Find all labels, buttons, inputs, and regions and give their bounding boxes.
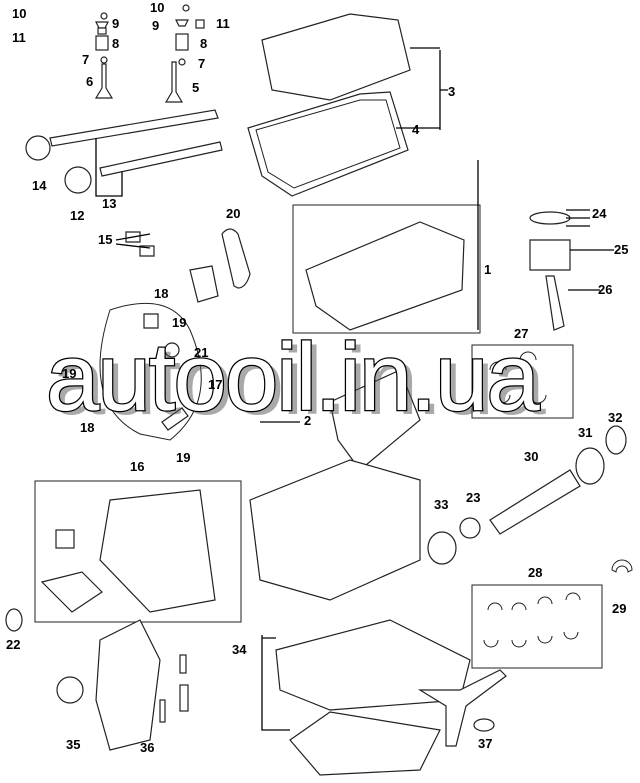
crank-sprocket <box>459 517 481 539</box>
callout-22: 22 <box>6 637 20 652</box>
callout-7: 7 <box>198 56 205 71</box>
callout-20: 20 <box>226 206 240 221</box>
callout-18: 18 <box>80 420 94 435</box>
callout-19: 19 <box>62 366 76 381</box>
callout-16: 16 <box>130 459 144 474</box>
callout-9: 9 <box>112 16 119 31</box>
cover-gasket <box>55 529 75 549</box>
rod-bearing-box <box>471 584 603 669</box>
callout-37: 37 <box>478 736 492 751</box>
head-gasket <box>329 369 421 471</box>
rod-bearings <box>483 592 581 648</box>
callout-35: 35 <box>66 737 80 752</box>
callout-36: 36 <box>140 740 154 755</box>
callout-19: 19 <box>176 450 190 465</box>
callout-27: 27 <box>514 326 528 341</box>
callout-31: 31 <box>578 425 592 440</box>
relief-spring <box>179 684 189 712</box>
callout-6: 6 <box>86 74 93 89</box>
cylinder-head <box>305 221 465 331</box>
seal-retainer <box>575 447 605 485</box>
callout-17: 17 <box>208 377 222 392</box>
rear-main-seal <box>605 425 627 455</box>
callout-32: 32 <box>608 410 622 425</box>
callout-8: 8 <box>200 36 207 51</box>
callout-2: 2 <box>304 413 311 428</box>
callout-10: 10 <box>12 6 26 21</box>
crank-pulley <box>427 531 457 565</box>
idler-sprocket <box>164 342 180 358</box>
connecting-rod <box>545 275 565 331</box>
callout-5: 5 <box>192 80 199 95</box>
callout-13: 13 <box>102 196 116 211</box>
valve-cover-gasket-inner <box>255 99 401 189</box>
callout-14: 14 <box>32 178 47 193</box>
crankshaft <box>489 469 581 535</box>
thrust-bearing <box>611 559 633 573</box>
main-bearing-box <box>471 344 574 419</box>
callout-11: 11 <box>12 30 26 45</box>
lower-oil-pan <box>289 711 441 776</box>
callout-28: 28 <box>528 565 542 580</box>
bolt <box>143 313 159 329</box>
valve-parts-right <box>164 4 205 103</box>
camshaft-1 <box>49 109 219 147</box>
callout-25: 25 <box>614 242 628 257</box>
callout-24: 24 <box>592 206 607 221</box>
valve-cover-gasket <box>247 91 409 197</box>
camshaft-2 <box>99 141 223 177</box>
watermark-shadow: autooil.in.ua <box>52 328 546 435</box>
callout-26: 26 <box>598 282 612 297</box>
cam-sprocket <box>25 135 51 161</box>
callout-15: 15 <box>98 232 112 247</box>
timing-chain <box>99 302 202 441</box>
callout-labels: 10 9 11 8 7 6 10 9 11 8 7 5 3 4 14 12 13… <box>6 0 628 755</box>
callout-7: 7 <box>82 52 89 67</box>
callout-12: 12 <box>70 208 84 223</box>
callout-33: 33 <box>434 497 448 512</box>
piston <box>529 239 571 271</box>
pump-rotor <box>56 676 84 704</box>
pump-pin <box>179 654 187 674</box>
callout-21: 21 <box>194 345 208 360</box>
callout-8: 8 <box>112 36 119 51</box>
pump-dowel <box>159 699 166 723</box>
engine-block <box>249 459 421 601</box>
cam-phaser <box>64 166 92 194</box>
callout-11: 11 <box>216 16 230 31</box>
chain-guide <box>221 228 251 289</box>
valve-parts-left <box>94 12 114 99</box>
oil-pickup-screen <box>473 718 495 732</box>
callout-3: 3 <box>448 84 455 99</box>
oil-pump <box>95 619 161 751</box>
valve-cover <box>261 13 411 101</box>
leader-lines <box>95 47 614 731</box>
piston-rings <box>529 211 571 225</box>
chain-tensioner <box>189 265 219 303</box>
callout-30: 30 <box>524 449 538 464</box>
callout-19: 19 <box>172 315 186 330</box>
callout-34: 34 <box>232 642 247 657</box>
cylinder-head-box <box>292 204 481 334</box>
watermark: autooil.in.ua <box>46 324 540 431</box>
callout-29: 29 <box>612 601 626 616</box>
callout-4: 4 <box>412 122 420 137</box>
callout-23: 23 <box>466 490 480 505</box>
callout-9: 9 <box>152 18 159 33</box>
callout-18: 18 <box>154 286 168 301</box>
oil-pickup-tube <box>417 669 507 747</box>
timing-cover <box>99 489 216 613</box>
chain-guide-lower <box>161 407 189 431</box>
water-pump <box>40 571 103 613</box>
callout-1: 1 <box>484 262 491 277</box>
front-seal <box>5 608 23 632</box>
main-bearings <box>489 351 547 404</box>
callout-10: 10 <box>150 0 164 15</box>
